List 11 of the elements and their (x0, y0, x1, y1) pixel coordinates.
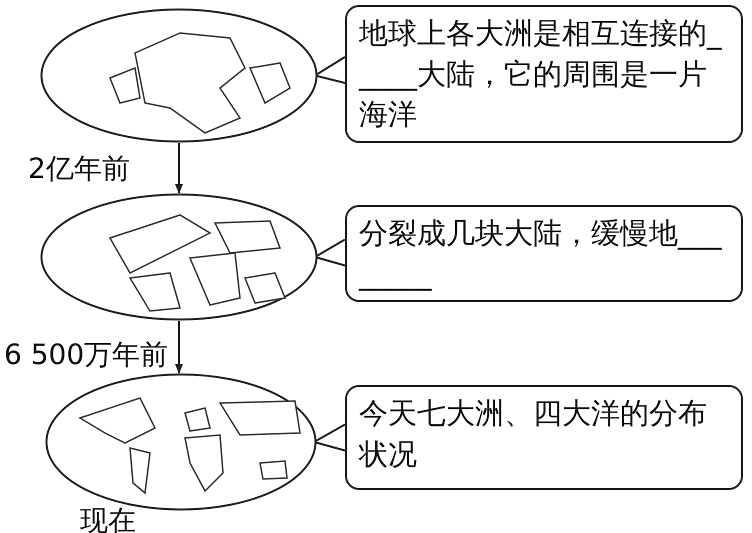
callout-box (345, 385, 743, 490)
edge-label: 2亿年前 (28, 151, 130, 187)
arrow (175, 321, 183, 374)
callout-text: 今天七大洲、四大洋的分布状况 (359, 395, 708, 473)
edge-label: 6 500万年前 (4, 337, 168, 373)
callout-text: 分裂成几块大陆，缓慢地________ (359, 215, 723, 293)
callout-text: 地球上各大洲是相互连接的_____大陆，它的周围是一片海洋 (359, 15, 723, 134)
callout-box (345, 5, 743, 143)
time-label: 现在 (80, 503, 136, 533)
callout-box (345, 205, 743, 302)
arrow (175, 143, 183, 194)
